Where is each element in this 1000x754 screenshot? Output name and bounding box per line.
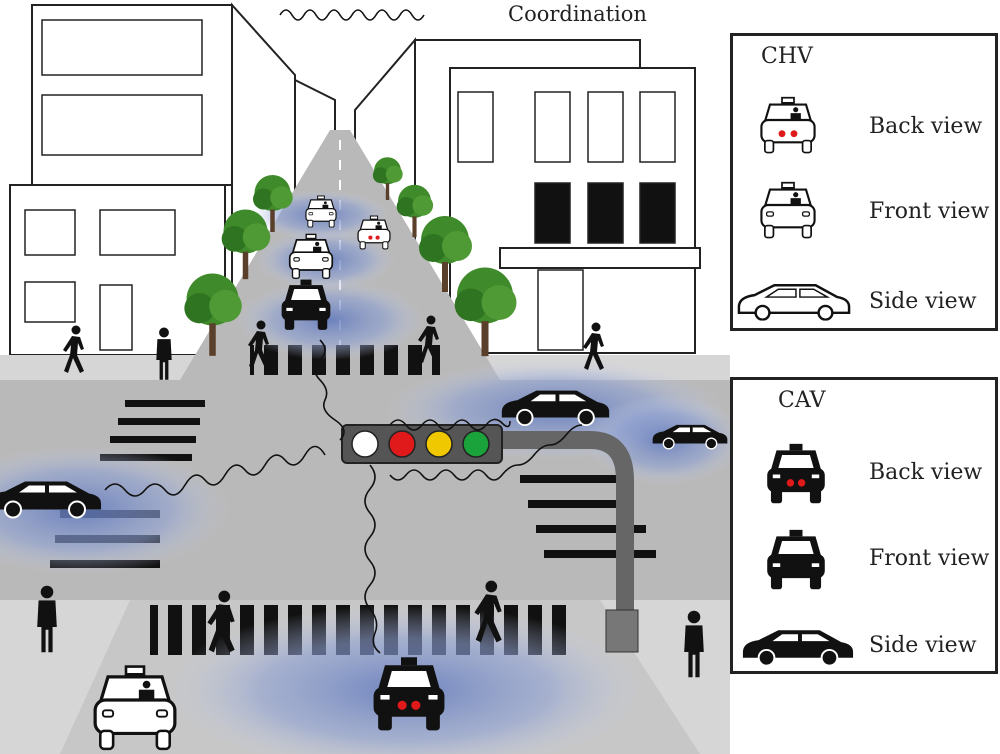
traffic-lamp xyxy=(462,430,490,458)
legend-item: Front view xyxy=(733,181,995,241)
legend-title: CAV xyxy=(778,388,826,413)
traffic-light xyxy=(341,424,639,653)
traffic-lamp xyxy=(425,430,453,458)
legend-item-label: Front view xyxy=(869,546,990,571)
legend-item-label: Side view xyxy=(869,633,977,658)
legend-cav: CAV Back view Front view Side view xyxy=(730,377,998,674)
legend-item-label: Side view xyxy=(869,289,977,314)
legend-item-label: Front view xyxy=(869,199,990,224)
traffic-lamp xyxy=(351,430,379,458)
black-car-side-icon xyxy=(739,625,857,667)
legend-item: Back view xyxy=(733,442,995,502)
legend-chv: CHV Back view Front view Side view xyxy=(730,33,998,331)
legend-item-label: Back view xyxy=(869,114,983,139)
legend-item: Back view xyxy=(733,96,995,156)
wireless-links xyxy=(104,9,583,654)
black-car-front-icon xyxy=(761,528,831,593)
legend-item: Side view xyxy=(733,615,995,675)
traffic-lamp xyxy=(388,430,416,458)
black-car-back-icon xyxy=(761,442,831,507)
legend-item: Front view xyxy=(733,528,995,588)
white-car-front-icon xyxy=(753,181,823,241)
white-car-back-icon xyxy=(753,96,823,156)
legend-item: Side view xyxy=(733,271,995,331)
coordination-label: Coordination xyxy=(508,2,647,26)
legend-item-label: Back view xyxy=(869,460,983,485)
white-car-side-icon xyxy=(735,281,853,321)
legend-title: CHV xyxy=(761,44,813,69)
street-scene xyxy=(0,2,730,754)
